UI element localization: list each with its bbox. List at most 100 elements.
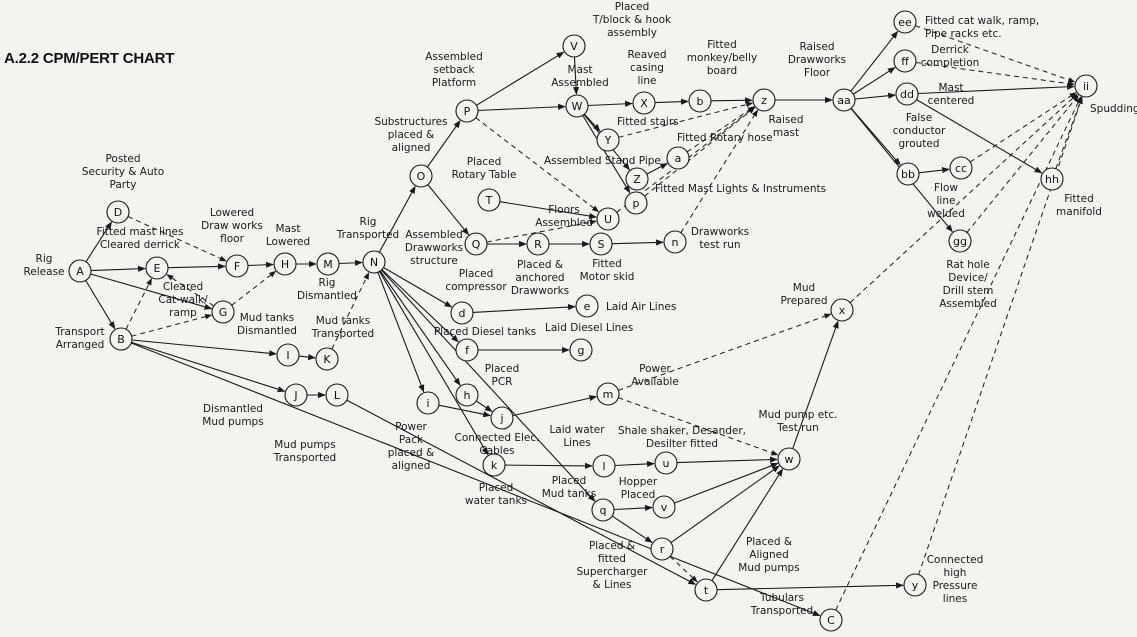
node-circle: [316, 252, 340, 276]
label-false-conductor-line: conductor: [893, 125, 946, 137]
node-label: gg: [953, 235, 967, 248]
edge-V-W: [572, 56, 580, 95]
node-w: w: [777, 447, 801, 471]
label-mud-tanks-dismantled-line: Mud tanks: [240, 312, 294, 324]
edge-X-b: [654, 98, 689, 105]
label-power-available-line: Power: [639, 363, 671, 375]
label-mud-pump-test-run: Mud pump etc.Test run: [759, 409, 838, 434]
node-label: l: [602, 460, 605, 473]
node-j: j: [490, 406, 514, 430]
edge-B-I: [131, 339, 277, 357]
label-lowered-draw-works-line: Draw works: [201, 220, 263, 232]
node-label: ff: [901, 55, 909, 68]
node-circle: [652, 495, 676, 519]
node-circle: [1074, 74, 1098, 98]
node-circle: [276, 343, 300, 367]
label-laid-air-lines-line: Laid Air Lines: [606, 301, 676, 313]
node-circle: [819, 608, 843, 632]
label-mast-assembled-line: Assembled: [551, 77, 609, 89]
label-placed-mud-tanks-line: Placed: [552, 475, 587, 487]
node-label: a: [675, 152, 682, 165]
edge-v-w: [674, 462, 779, 504]
node-label: D: [114, 206, 122, 219]
label-substructures-placed-line: placed &: [388, 129, 434, 141]
label-raised-drawworks-floor-line: Raised: [799, 41, 834, 53]
edge-aa-dd: [854, 92, 896, 100]
node-label: F: [234, 260, 240, 273]
edge-B-C: [130, 342, 821, 617]
node-P: P: [455, 99, 479, 123]
node-ff: ff: [893, 49, 917, 73]
label-reaved-casing-line-line: Reaved: [627, 49, 666, 61]
label-posted-security-line: Security & Auto: [82, 166, 164, 178]
edge-N-k: [379, 271, 489, 456]
node-circle: [490, 406, 514, 430]
node-circle: [562, 34, 586, 58]
node-S: S: [589, 232, 613, 256]
label-fitted-motor-skid-line: Fitted: [592, 258, 622, 270]
label-mast-lowered-line: Mast: [275, 223, 300, 235]
node-label: dd: [900, 88, 914, 101]
label-fitted-motor-skid-line: Motor skid: [580, 271, 635, 283]
node-circle: [650, 537, 674, 561]
node-circle: [663, 230, 687, 254]
node-label: K: [323, 353, 331, 366]
edge-T-U: [499, 201, 597, 220]
label-rig-transported-line: Transported: [336, 229, 399, 241]
node-p: p: [624, 191, 648, 215]
node-R: R: [526, 232, 550, 256]
node-circle: [589, 232, 613, 256]
node-g: g: [569, 338, 593, 362]
node-label: cc: [955, 162, 967, 175]
edge-n-z: [680, 109, 759, 233]
edge-u-w: [676, 456, 778, 464]
node-Q: Q: [464, 232, 488, 256]
node-circle: [455, 383, 479, 407]
node-circle: [752, 88, 776, 112]
label-fitted-stairs-line: Fitted stairs: [617, 116, 679, 128]
label-shale-shaker-line: Shale shaker, Desander,: [618, 425, 746, 437]
node-label: j: [499, 412, 503, 425]
node-circle: [949, 156, 973, 180]
node-gg: gg: [948, 229, 972, 253]
label-flow-line-welded-line: line: [937, 195, 956, 207]
label-tubulars-transported-line: Transported: [750, 605, 813, 617]
label-floors-assembled-line: Floors: [548, 204, 580, 216]
label-connected-elec-cables: Connected Elec.Cables: [455, 432, 540, 457]
label-spudding: Spudding: [1090, 103, 1137, 115]
label-placed-compressor-line: compressor: [445, 281, 507, 293]
node-label: V: [570, 40, 578, 53]
node-ii: ii: [1074, 74, 1098, 98]
node-circle: [694, 578, 718, 602]
label-assembled-stand-pipe-line: Assembled Stand Pipe: [544, 155, 661, 167]
edge-b-z: [710, 97, 753, 104]
edge-k-l: [504, 462, 593, 469]
node-G: G: [211, 300, 235, 324]
label-rat-hole-device-line: Assembled: [939, 298, 997, 310]
node-circle: [688, 89, 712, 113]
label-laid-diesel-lines: Laid Diesel Lines: [545, 322, 633, 334]
edge-N-O: [378, 185, 416, 253]
node-label: H: [281, 258, 289, 271]
label-placed-fitted-supercharger-line: & Lines: [593, 579, 632, 591]
edge-w-x: [792, 320, 839, 449]
label-assembled-setback-line: setback: [433, 64, 475, 76]
label-fitted-monkey-belly-line: monkey/belly: [687, 52, 757, 64]
label-assembled-drawworks-line: structure: [410, 255, 458, 267]
label-placed-rotary-table-line: Rotary Table: [452, 169, 517, 181]
label-placed-anchored-drawworks-line: Placed &: [517, 259, 563, 271]
label-flow-line-welded-line: welded: [927, 208, 965, 220]
node-circle: [477, 188, 501, 212]
edge-dd-hh: [916, 99, 1043, 174]
node-D: D: [106, 200, 130, 224]
